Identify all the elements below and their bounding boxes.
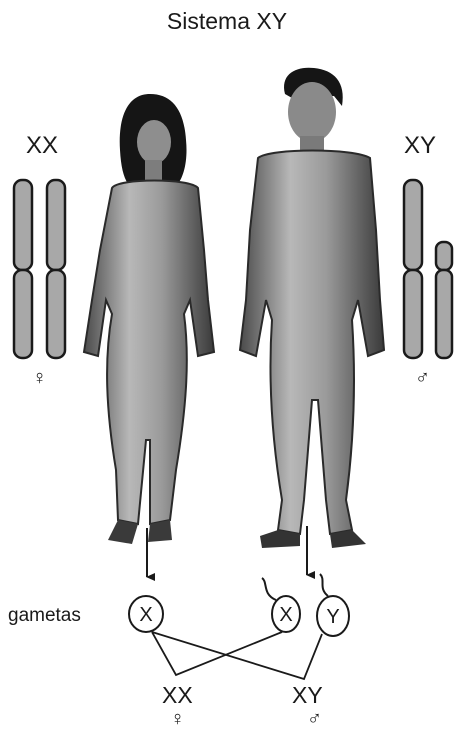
male-y-chromosome-lower [436,270,452,358]
female-x-chromosome-2-upper [47,180,65,270]
male-gamete-y-label: Y [326,606,339,628]
male-chromosome-pair [404,180,452,358]
male-gamete-y: Y [317,574,349,636]
male-x-chromosome-upper [404,180,422,270]
female-x-chromosome-1-lower [14,270,32,358]
male-x-chromosome-lower [404,270,422,358]
male-gamete-x-label: X [279,604,292,626]
man-figure [240,68,384,548]
male-gamete-y-tail [320,574,328,596]
cross-lines [152,632,322,679]
female-x-chromosome-1-upper [14,180,32,270]
woman-figure [84,94,214,544]
female-chromosome-pair [14,180,65,358]
female-x-chromosome-2-lower [47,270,65,358]
male-y-chromosome-upper [436,242,452,270]
female-gamete-x: X [129,596,163,632]
female-gamete-x-label: X [139,604,152,626]
male-gamete-x-tail [262,578,276,600]
male-gamete-x: X [262,578,300,632]
cross-line-xy [152,632,322,679]
